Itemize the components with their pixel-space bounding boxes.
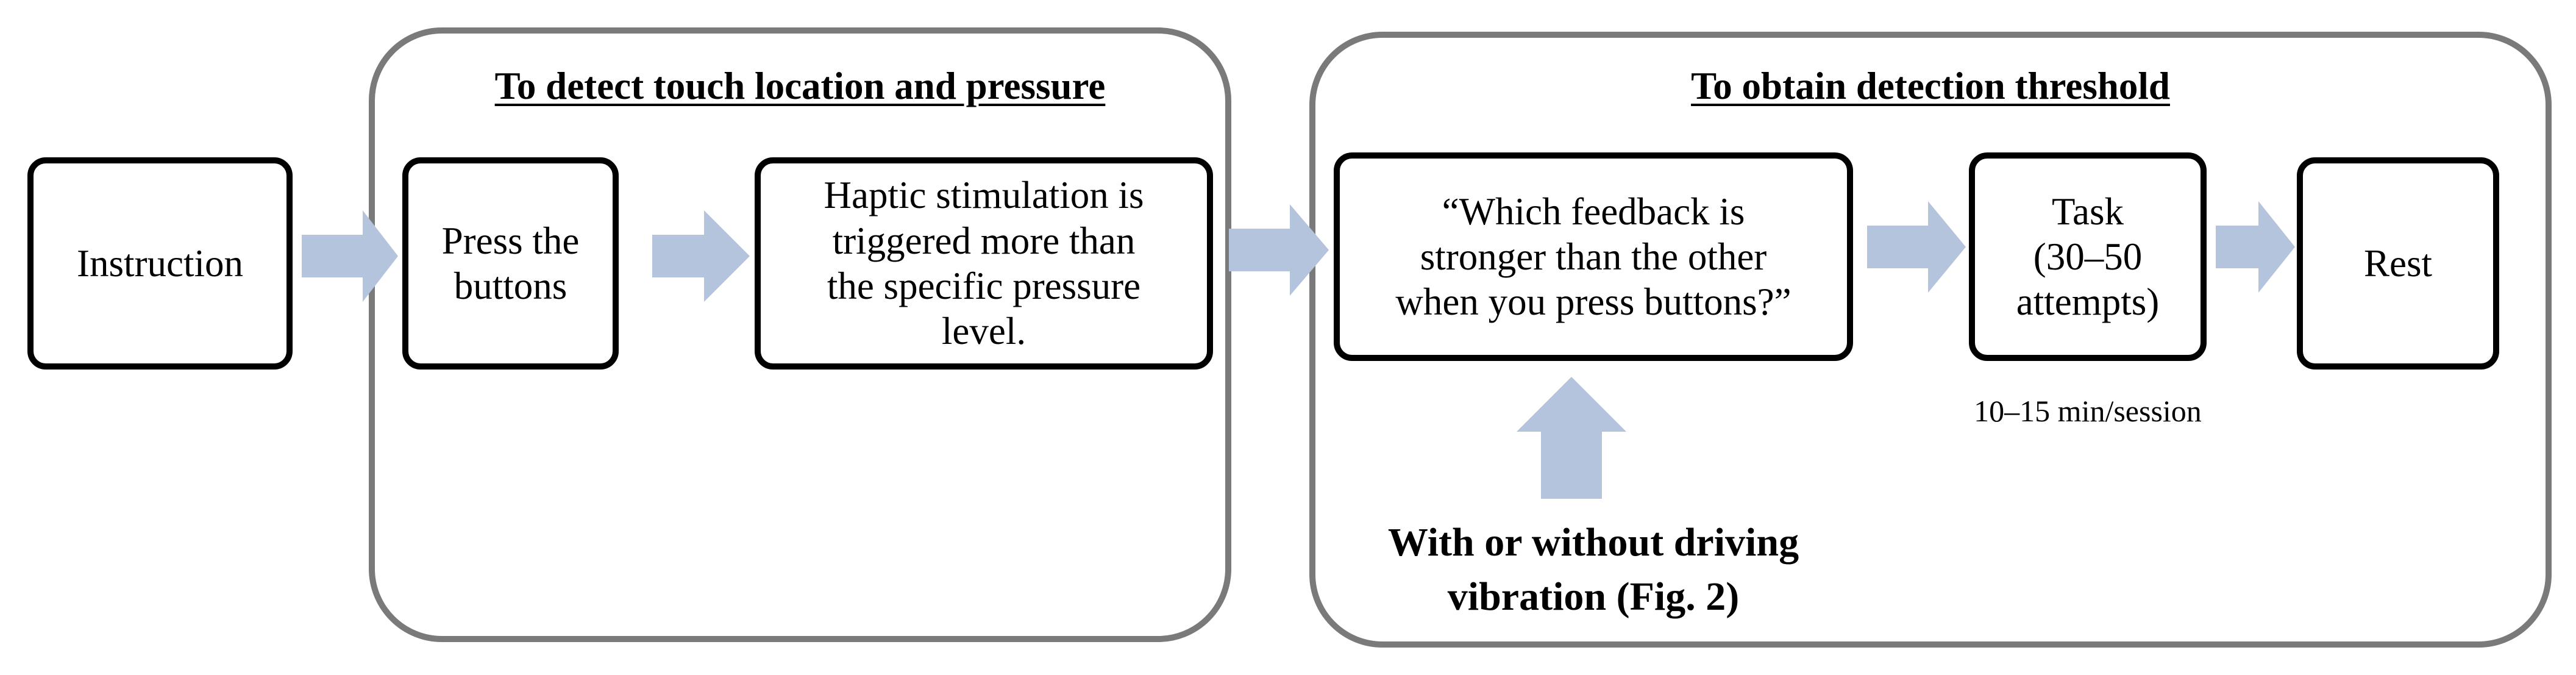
step-rest-label: Rest — [2363, 241, 2432, 285]
driving-vibration-label: With or without driving vibration (Fig. … — [1387, 520, 1799, 620]
group-detect-touch — [369, 27, 1231, 642]
step-press-buttons: Press the buttons — [402, 157, 619, 370]
session-time-note: 10–15 min/session — [1974, 394, 2202, 428]
step-instruction-label: Instruction — [77, 241, 243, 285]
step-task-label: Task (30–50 attempts) — [2016, 190, 2160, 324]
step-haptic-stimulation-label: Haptic stimulation is triggered more tha… — [824, 174, 1144, 353]
arrow-right-icon — [1867, 201, 1966, 293]
step-instruction: Instruction — [27, 157, 293, 370]
step-feedback-question-label: “Which feedback is stronger than the oth… — [1395, 190, 1791, 324]
step-press-buttons-label: Press the buttons — [441, 219, 580, 307]
group-detection-threshold — [1309, 32, 2552, 648]
step-rest: Rest — [2297, 157, 2499, 370]
step-task: Task (30–50 attempts) — [1969, 152, 2207, 361]
group-detection-threshold-title: To obtain detection threshold — [1691, 65, 2170, 107]
arrow-right-icon — [1229, 204, 1329, 296]
group-detect-touch-title: To detect touch location and pressure — [494, 65, 1106, 107]
step-feedback-question: “Which feedback is stronger than the oth… — [1334, 152, 1853, 361]
arrow-right-icon — [2216, 201, 2295, 293]
step-haptic-stimulation: Haptic stimulation is triggered more tha… — [755, 157, 1213, 370]
arrow-right-icon — [652, 210, 750, 302]
arrow-right-icon — [302, 210, 398, 302]
arrow-up-icon — [1517, 377, 1626, 499]
